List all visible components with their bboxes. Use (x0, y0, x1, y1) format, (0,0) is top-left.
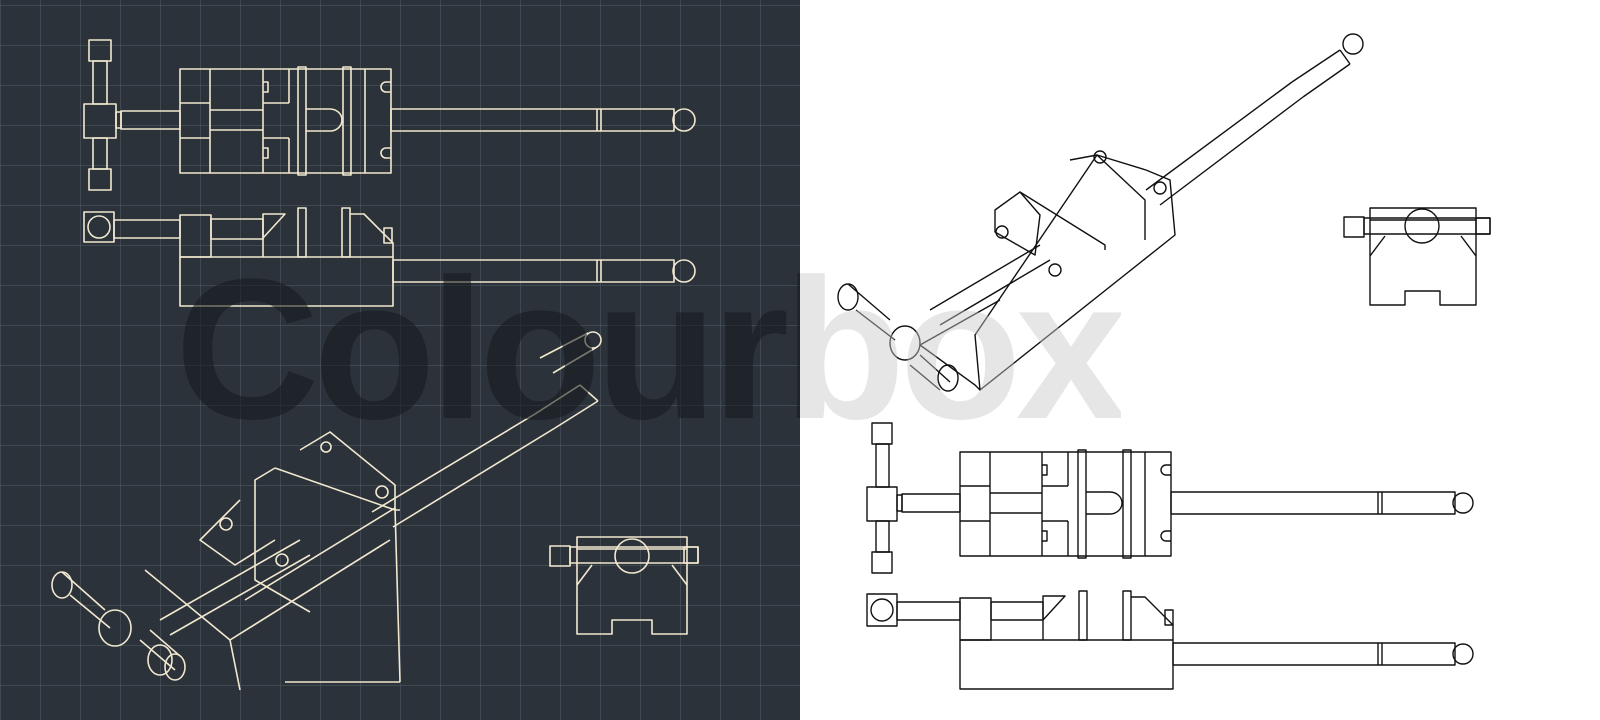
isometric-view-drawing (51, 331, 602, 691)
light-drawings (837, 33, 1491, 690)
top-view-drawing (83, 39, 696, 191)
top-view-drawing-light (866, 422, 1474, 574)
isometric-view-drawing-light (837, 33, 1364, 392)
dark-drawings (51, 39, 699, 691)
front-view-drawing-light (1343, 207, 1491, 306)
light-blueprint-panel (800, 0, 1600, 720)
dark-blueprint-panel (0, 0, 800, 720)
front-view-drawing (549, 536, 699, 635)
side-view-drawing (83, 207, 696, 307)
side-view-drawing-light (866, 590, 1474, 690)
